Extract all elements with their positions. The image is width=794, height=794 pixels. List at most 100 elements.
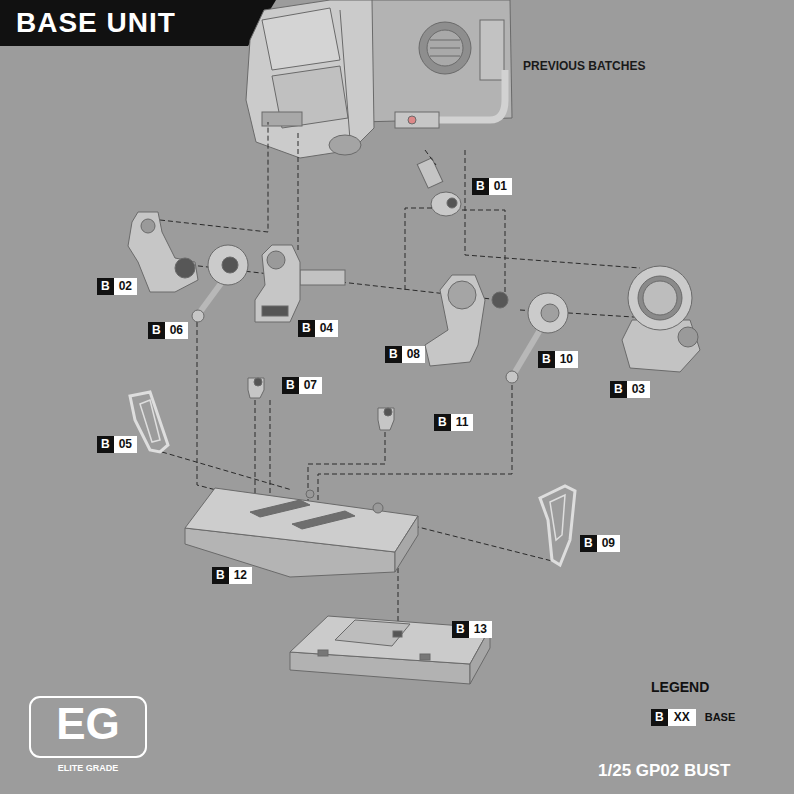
legend-text: BASE <box>705 711 736 723</box>
callout-number: 05 <box>114 436 137 453</box>
part-b01-shape <box>417 158 442 188</box>
callout-letter: B <box>580 535 597 552</box>
part-b06-shape <box>192 310 204 322</box>
title-band <box>0 0 276 46</box>
callout-letter: B <box>538 351 555 368</box>
bust-torso-shape <box>408 116 416 124</box>
part-b01-shape <box>431 192 461 216</box>
callout-tag: B01 <box>472 178 512 195</box>
part-b12-shape <box>373 503 383 513</box>
part-b04-shape <box>255 245 300 322</box>
part-b10-shape <box>541 304 559 322</box>
bust-torso-shape <box>427 30 463 66</box>
callout-tag: B11 <box>434 414 473 431</box>
logo-frame-shape <box>30 697 146 757</box>
part-b10-shape <box>506 371 518 383</box>
part-b06-shape <box>222 257 238 273</box>
callout-number: 02 <box>114 278 137 295</box>
part-b06-shape <box>200 282 222 312</box>
part-b08-shape <box>425 275 485 366</box>
callout-number: 07 <box>299 377 322 394</box>
dashed-leaders-shape <box>425 150 436 165</box>
bust-torso-shape <box>419 22 471 74</box>
callout-letter: B <box>472 178 489 195</box>
title: BASE UNIT <box>16 7 176 39</box>
callout-tag: B13 <box>452 621 492 638</box>
callout-letter: B <box>97 436 114 453</box>
part-b09 <box>540 486 575 565</box>
callout-tag: B05 <box>97 436 137 453</box>
part-b01-shape <box>447 198 457 208</box>
part-b04 <box>255 245 345 322</box>
callout-tag: B07 <box>282 377 322 394</box>
part-b08 <box>425 275 508 366</box>
dashed-leaders-shape <box>308 432 385 507</box>
dashed-leaders <box>160 122 650 634</box>
part-b09-shape <box>540 486 575 565</box>
part-b03-shape <box>628 266 692 330</box>
bust-torso-shape <box>480 20 504 80</box>
part-b01 <box>417 158 461 216</box>
legend-heading: LEGEND <box>651 680 709 695</box>
callout-number: 09 <box>597 535 620 552</box>
part-b07-shape <box>248 378 264 398</box>
part-b12-shape <box>292 511 355 529</box>
dashed-leaders-shape <box>162 452 292 490</box>
part-b12-shape <box>395 516 418 572</box>
part-b07 <box>248 378 264 398</box>
part-b12 <box>185 488 418 577</box>
part-b05-shape <box>140 400 160 442</box>
part-b09-shape <box>550 495 565 540</box>
part-b03-shape <box>643 281 677 315</box>
callout-tag: B12 <box>212 567 252 584</box>
part-b13-shape <box>290 616 490 664</box>
dashed-leaders-shape <box>414 526 556 562</box>
part-b02 <box>128 212 198 292</box>
part-b06-shape <box>208 245 248 285</box>
part-b11 <box>378 408 394 430</box>
part-b12-shape <box>185 488 418 552</box>
callout-letter: B <box>97 278 114 295</box>
callout-tag: B08 <box>385 346 425 363</box>
callout-number: 01 <box>489 178 512 195</box>
callout-number: 13 <box>469 621 492 638</box>
callout-number: 08 <box>402 346 425 363</box>
callout-number: 04 <box>315 320 338 337</box>
bust-torso-shape <box>395 112 439 128</box>
bust-torso-shape <box>360 0 512 122</box>
logo-text: EG <box>56 700 120 748</box>
legend-badge-letter: B <box>651 709 668 726</box>
callout-letter: B <box>298 320 315 337</box>
callout-number: 10 <box>555 351 578 368</box>
callout-letter: B <box>385 346 402 363</box>
callout-letter: B <box>610 381 627 398</box>
part-b13-shape <box>335 620 410 646</box>
part-b03 <box>622 266 700 372</box>
bust-torso-shape <box>246 0 374 158</box>
part-b04-shape <box>267 251 285 269</box>
bust-torso-shape <box>329 135 361 155</box>
dashed-leaders-shape <box>255 400 256 500</box>
part-b10-shape <box>528 293 568 333</box>
scale-caption: 1/25 GP02 BUST <box>598 762 730 781</box>
part-b13-shape <box>393 631 402 637</box>
bust-torso-shape <box>430 48 460 49</box>
dashed-leaders-shape <box>160 122 268 232</box>
part-b08-shape <box>492 292 508 308</box>
part-b08-shape <box>448 281 476 309</box>
part-b03-shape <box>638 276 682 320</box>
part-b13-shape <box>420 654 430 660</box>
callout-letter: B <box>282 377 299 394</box>
callout-tag: B03 <box>610 381 650 398</box>
part-b13 <box>290 616 490 684</box>
callout-number: 03 <box>627 381 650 398</box>
part-b12-shape <box>306 490 314 498</box>
part-b02-shape <box>128 212 198 292</box>
callout-letter: B <box>212 567 229 584</box>
part-b12-shape <box>250 500 310 517</box>
part-b11-shape <box>384 408 392 416</box>
callout-number: 11 <box>451 414 474 431</box>
bust-torso-shape <box>262 8 340 70</box>
